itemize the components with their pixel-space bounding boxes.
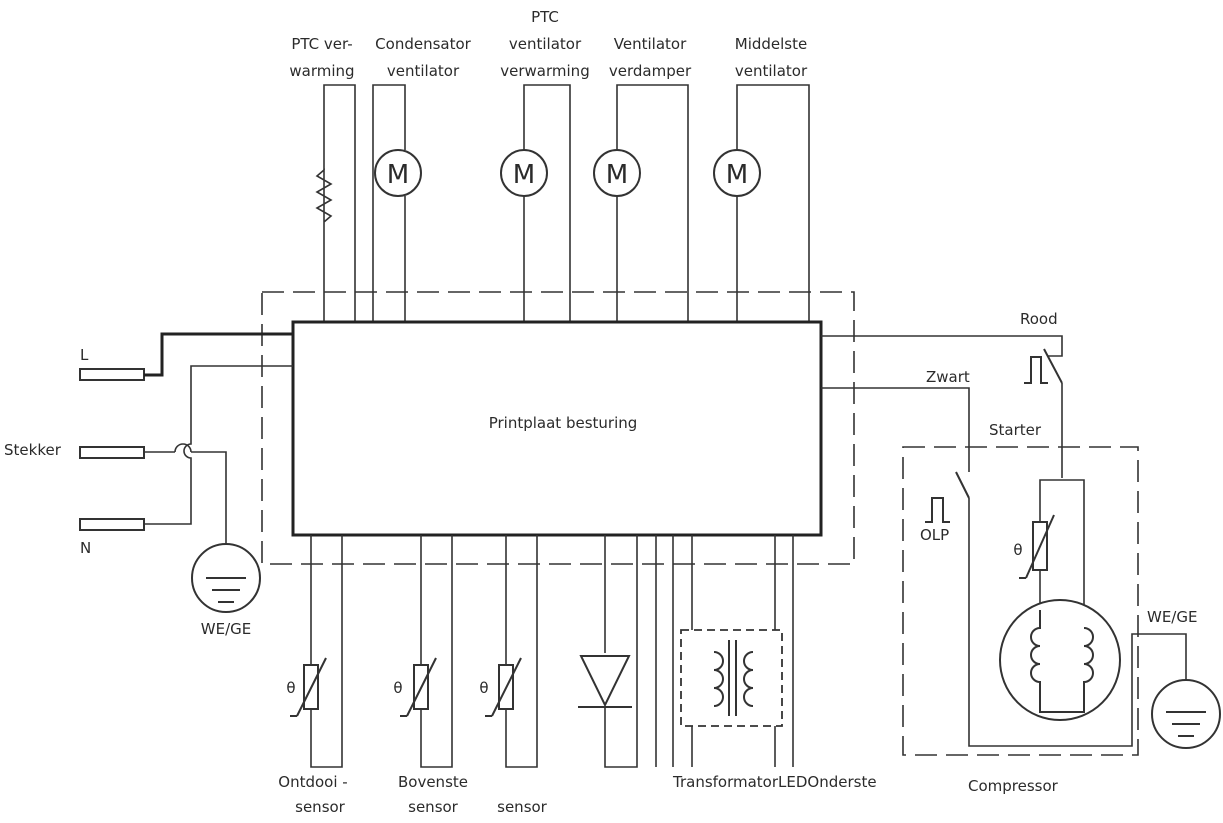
label-ptc-heating-2: warming xyxy=(289,62,354,80)
earth-wire-hop xyxy=(174,443,192,453)
live-wire xyxy=(144,332,293,377)
label-middle-fan-1: Middelste xyxy=(735,35,807,53)
label-starter: Starter xyxy=(989,421,1042,439)
label-sensor: sensor xyxy=(497,798,548,816)
red-wire xyxy=(821,335,1063,357)
label-condenser-fan-2: ventilator xyxy=(387,62,460,80)
condenser-fan-motor: M xyxy=(372,84,422,322)
label-upper-sensor-1: Bovenste xyxy=(398,773,468,791)
neutral-wire xyxy=(144,464,192,525)
label-evaporator-fan-1: Ventilator xyxy=(614,35,687,53)
theta-symbol: θ xyxy=(393,679,402,697)
compressor-return-wire xyxy=(968,498,1187,747)
label-live: L xyxy=(80,346,89,364)
black-wire xyxy=(821,387,970,472)
olp-symbol xyxy=(925,497,950,523)
label-ptc-fan-heating-1: PTC xyxy=(531,8,559,26)
theta-symbol: θ xyxy=(286,679,295,697)
plug-pin-neutral xyxy=(79,518,145,531)
transformer xyxy=(655,535,794,767)
label-compressor: Compressor xyxy=(968,777,1059,795)
defrost-sensor: θ xyxy=(286,535,343,768)
led-diode xyxy=(578,535,638,768)
sensor: θ xyxy=(479,535,538,768)
label-red: Rood xyxy=(1020,310,1058,328)
neutral-wire-crossover xyxy=(183,365,293,464)
label-neutral: N xyxy=(80,539,91,557)
theta-symbol: θ xyxy=(479,679,488,697)
label-transformer: Transformator xyxy=(672,773,779,791)
label-defrost-sensor-1: Ontdooi - xyxy=(278,773,347,791)
middle-fan-motor: M xyxy=(713,84,810,322)
earth-wire-b xyxy=(191,451,227,544)
label-defrost-sensor-2: sensor xyxy=(295,798,346,816)
label-ptc-fan-heating-3: verwarming xyxy=(500,62,589,80)
ptc-heater-resistor xyxy=(315,84,356,322)
olp-switch xyxy=(955,471,970,499)
label-ptc-heating-1: PTC ver- xyxy=(291,35,352,53)
starter-wiring xyxy=(1039,479,1085,660)
control-board-enclosure xyxy=(261,291,855,565)
thermostat-switch xyxy=(1043,348,1063,384)
label-upper-sensor-2: sensor xyxy=(408,798,459,816)
starter-ptc-slash xyxy=(1025,514,1055,579)
ptc-fan-heating-motor: M xyxy=(500,84,571,322)
ground-symbol-right xyxy=(1151,679,1221,749)
label-evaporator-fan-2: verdamper xyxy=(609,62,692,80)
motor-symbol: M xyxy=(606,160,628,190)
pcb-box xyxy=(291,320,823,537)
label-led: LED xyxy=(778,773,807,791)
label-ptc-fan-heating-2: ventilator xyxy=(509,35,582,53)
pcb-label: Printplaat besturing xyxy=(489,414,638,432)
motor-symbol: M xyxy=(513,160,535,190)
label-bottom-row: TransformatorLEDOnderste xyxy=(672,773,877,791)
label-black: Zwart xyxy=(926,368,970,386)
label-lower: Onderste xyxy=(807,773,876,791)
label-olp: OLP xyxy=(920,526,949,544)
label-condenser-fan-1: Condensator xyxy=(375,35,471,53)
label-ground-left: WE/GE xyxy=(201,620,251,638)
label-plug: Stekker xyxy=(4,441,62,459)
ground-symbol-left xyxy=(191,543,261,613)
plug-pin-earth xyxy=(79,446,145,459)
label-ground-right: WE/GE xyxy=(1147,608,1197,626)
plug-pin-live xyxy=(79,368,145,381)
upper-sensor: θ xyxy=(393,535,453,768)
label-middle-fan-2: ventilator xyxy=(735,62,808,80)
compressor-motor xyxy=(999,599,1121,721)
evaporator-fan-motor: M xyxy=(593,84,689,322)
motor-symbol: M xyxy=(387,160,409,190)
starter-enclosure xyxy=(902,446,1139,756)
theta-symbol: θ xyxy=(1013,541,1022,559)
thermostat-symbol xyxy=(1024,356,1048,384)
motor-symbol: M xyxy=(726,160,748,190)
